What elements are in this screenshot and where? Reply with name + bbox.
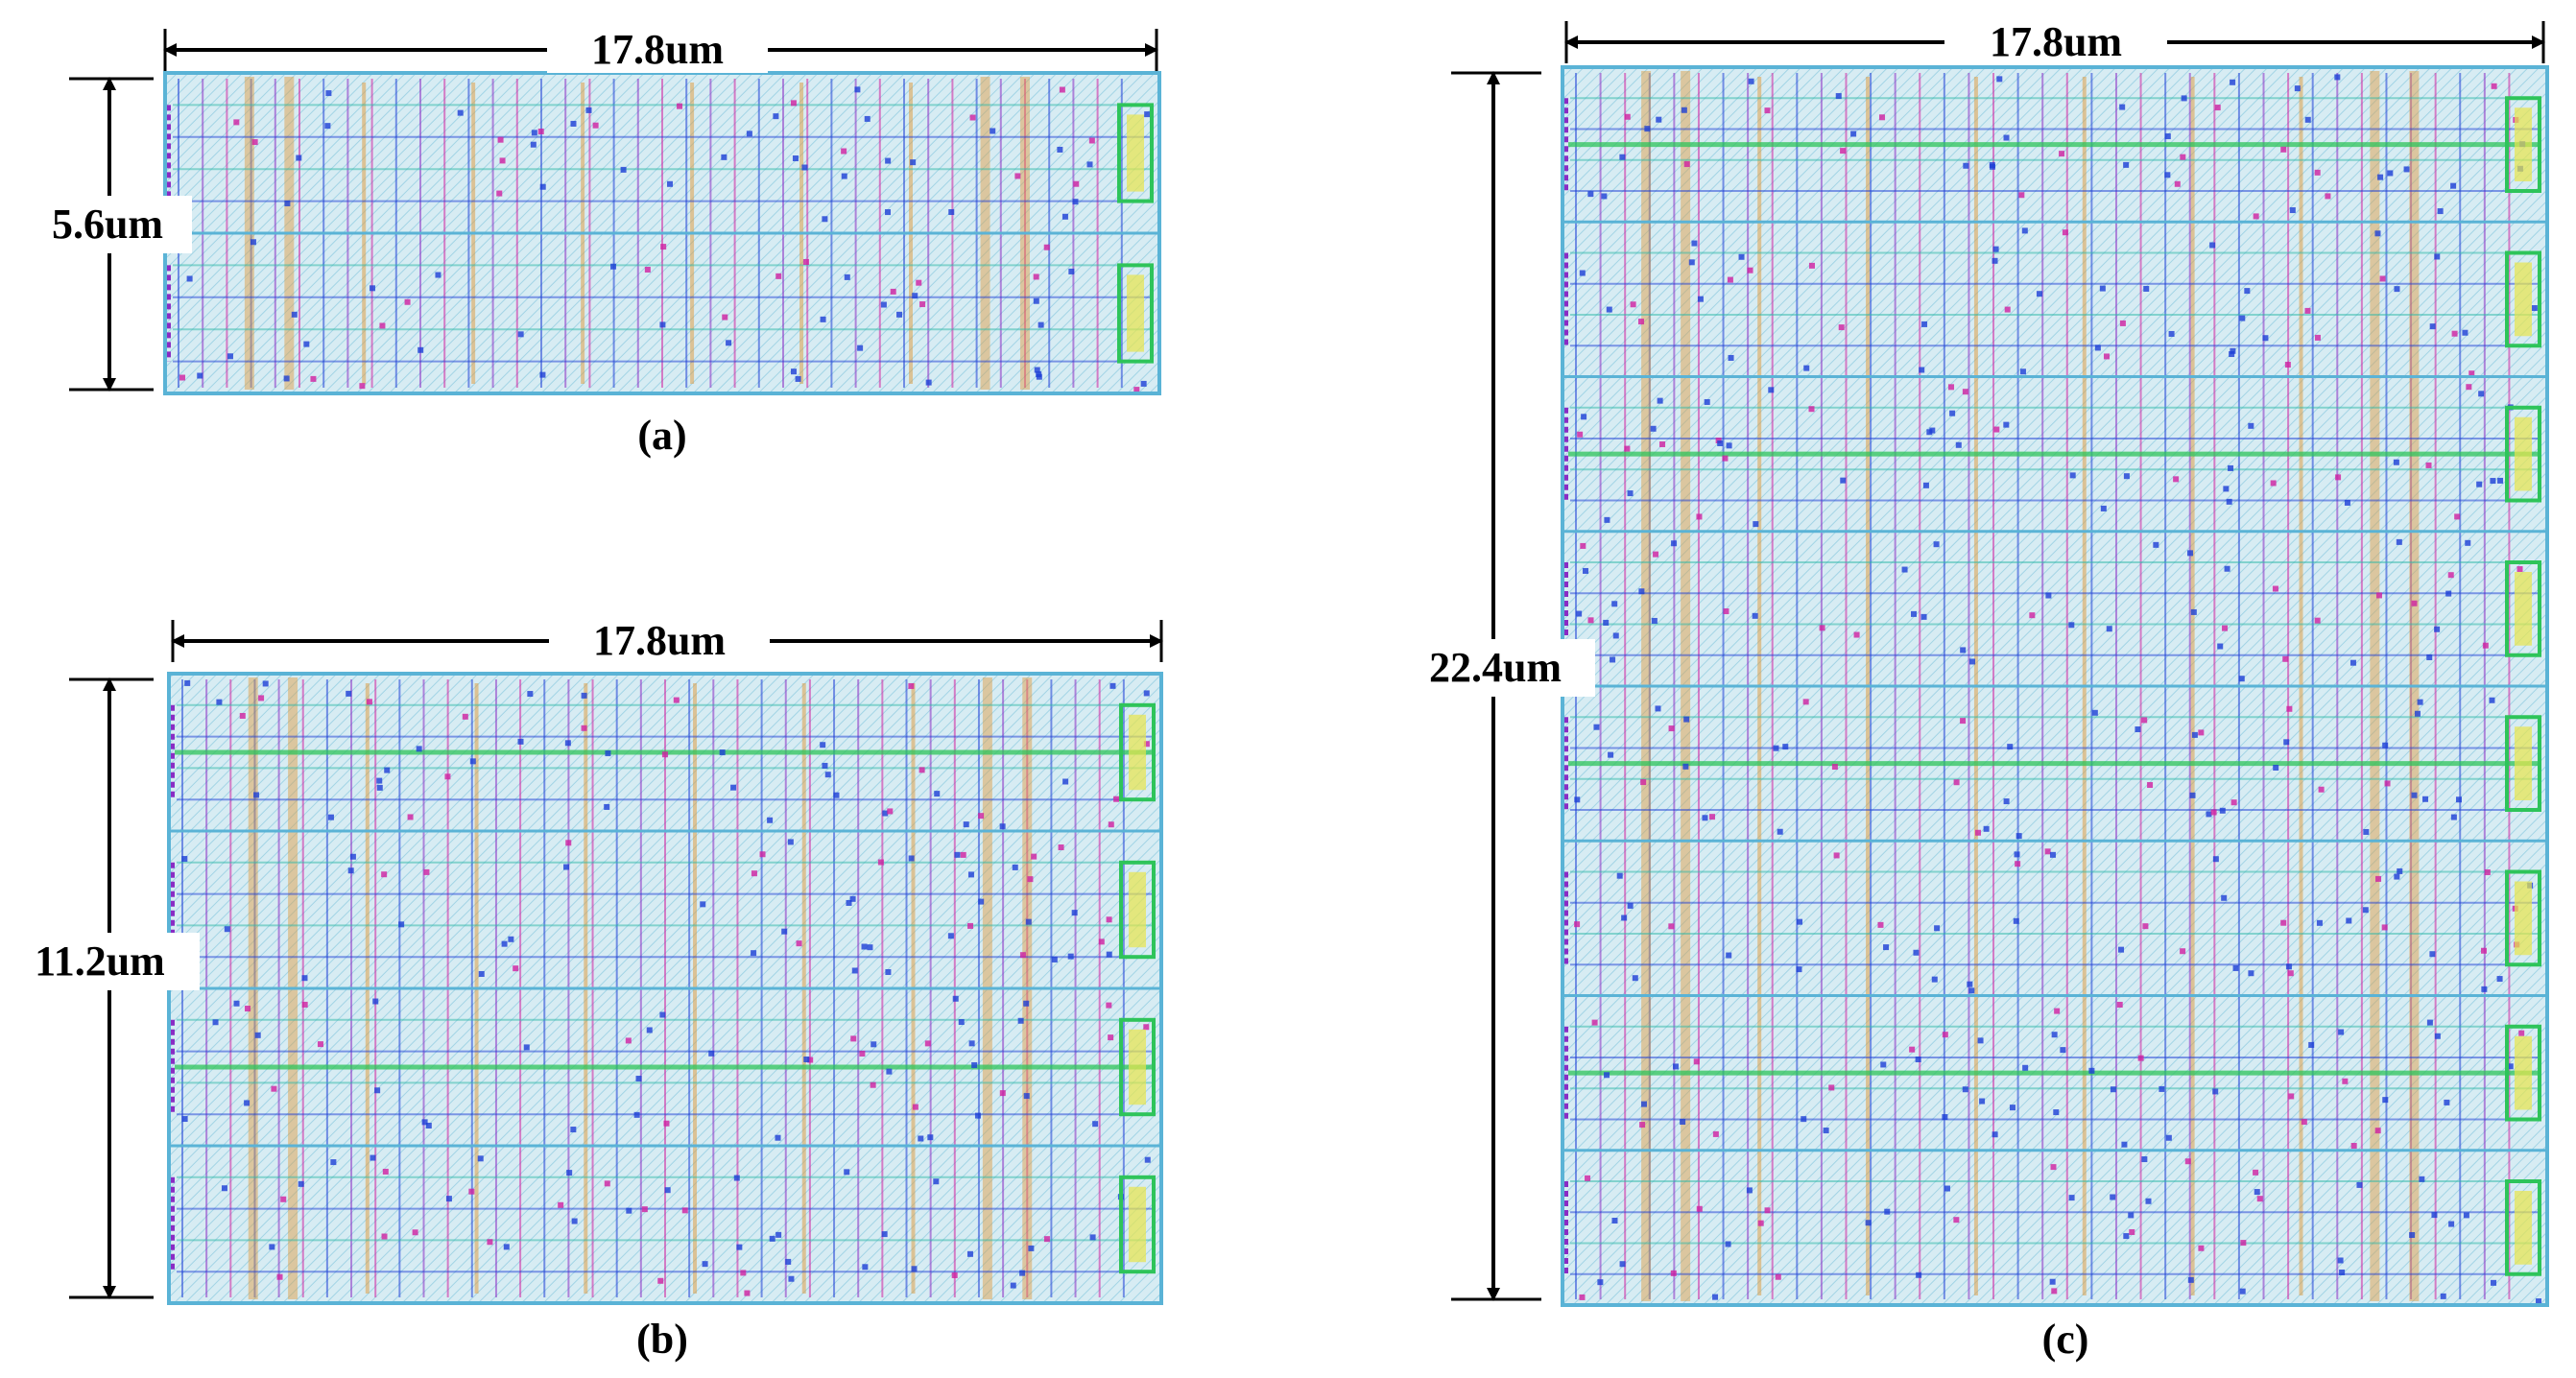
height-dimension-a: 5.6um — [29, 77, 192, 392]
panel-label-b: (b) — [636, 1316, 688, 1363]
layout-c — [1561, 65, 2549, 1307]
height-dimension-c: 22.4um — [1403, 71, 1595, 1301]
width-dimension-c: 17.8um — [1564, 17, 2545, 65]
panel-a: 17.8um 5.6um (a) — [29, 26, 1161, 459]
panel-c: 17.8um 22.4um (c) — [1403, 17, 2549, 1363]
width-dimension-b: 17.8um — [171, 617, 1163, 664]
height-label-c: 22.4um — [1429, 644, 1562, 691]
panel-label-c: (c) — [2042, 1316, 2089, 1363]
height-dimension-b: 11.2um — [12, 677, 200, 1299]
panel-b: 17.8um 11.2um (b) — [12, 617, 1163, 1363]
height-label-b: 11.2um — [35, 938, 165, 985]
width-label-a: 17.8um — [591, 26, 724, 73]
width-label-b: 17.8um — [593, 617, 726, 664]
panel-label-a: (a) — [637, 412, 686, 459]
height-label-a: 5.6um — [52, 201, 163, 248]
width-dimension-a: 17.8um — [163, 26, 1158, 73]
layout-a — [163, 71, 1161, 395]
width-label-c: 17.8um — [1990, 18, 2122, 65]
layout-b — [167, 672, 1163, 1305]
